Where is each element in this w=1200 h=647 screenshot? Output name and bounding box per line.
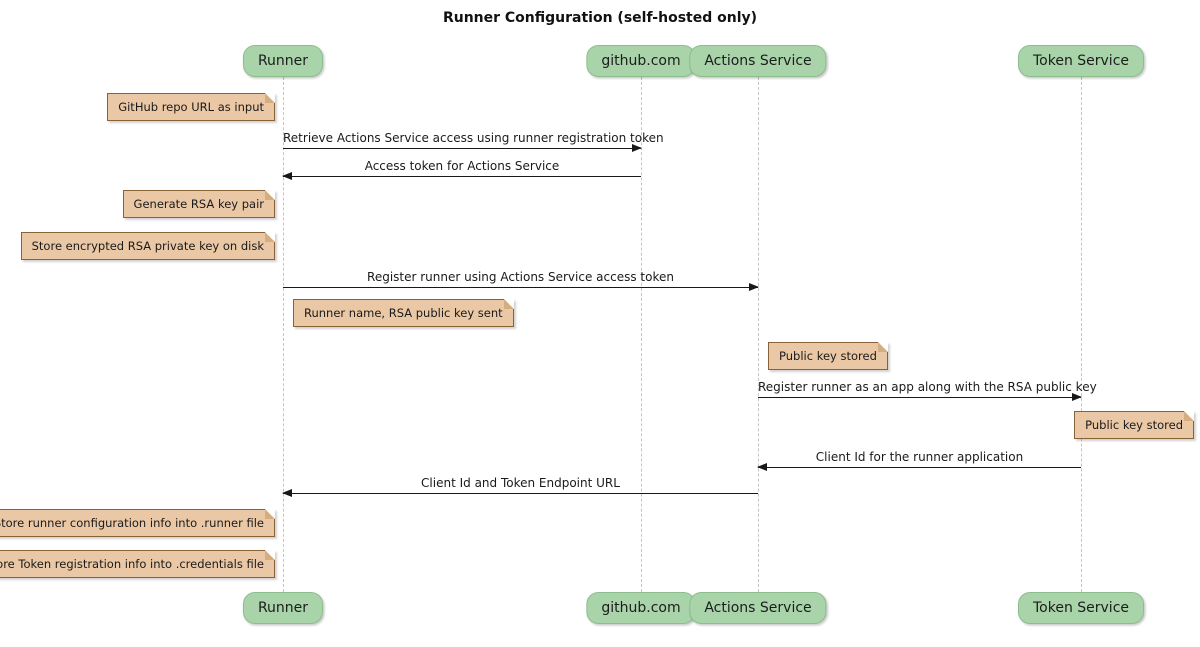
lifeline-actions-service (758, 77, 759, 592)
participant-actions-service-bottom: Actions Service (689, 592, 827, 624)
message-line (283, 283, 759, 291)
message-label: Retrieve Actions Service access using ru… (283, 131, 664, 145)
arrowhead-left-icon (282, 489, 292, 497)
note-runner-name-public-key-sent: Runner name, RSA public key sent (293, 299, 514, 327)
message-line (283, 144, 642, 152)
participant-github-bottom: github.com (586, 592, 696, 624)
participant-actions-service-top: Actions Service (689, 45, 827, 77)
arrowhead-right-icon (632, 144, 642, 152)
participant-runner-top: Runner (242, 45, 324, 77)
arrowhead-left-icon (757, 463, 767, 471)
note-public-key-stored-actions: Public key stored (768, 342, 888, 370)
lifeline-github (641, 77, 642, 592)
message-line (758, 393, 1082, 401)
note-store-encrypted-private-key: Store encrypted RSA private key on disk (20, 232, 276, 260)
message-line (282, 172, 641, 180)
note-generate-rsa-key-pair: Generate RSA key pair (122, 190, 276, 218)
participant-runner-bottom: Runner (242, 592, 324, 624)
message-label: Register runner as an app along with the… (758, 380, 1097, 394)
diagram-title: Runner Configuration (self-hosted only) (442, 10, 758, 26)
note-public-key-stored-token: Public key stored (1074, 411, 1194, 439)
note-store-token-registration: Store Token registration info into .cred… (0, 550, 275, 578)
lifeline-token-service (1081, 77, 1082, 592)
lifeline-runner (283, 77, 284, 592)
message-label: Access token for Actions Service (364, 159, 560, 173)
participant-token-service-bottom: Token Service (1017, 592, 1145, 624)
message-line (282, 489, 758, 497)
arrowhead-right-icon (749, 283, 759, 291)
message-label: Register runner using Actions Service ac… (367, 270, 674, 284)
message-client-id-token-endpoint: Client Id and Token Endpoint URL (282, 476, 758, 497)
message-label: Client Id for the runner application (815, 450, 1024, 464)
message-register-runner-as-app: Register runner as an app along with the… (758, 380, 1097, 401)
arrowhead-right-icon (1072, 393, 1082, 401)
participant-token-service-top: Token Service (1017, 45, 1145, 77)
message-line (757, 463, 1081, 471)
message-access-token-returned: Access token for Actions Service (282, 159, 641, 180)
note-github-repo-url-input: GitHub repo URL as input (107, 93, 275, 121)
message-register-runner: Register runner using Actions Service ac… (283, 270, 759, 291)
message-label: Client Id and Token Endpoint URL (421, 476, 620, 490)
participant-github-top: github.com (586, 45, 696, 77)
arrowhead-left-icon (282, 172, 292, 180)
message-retrieve-actions-access: Retrieve Actions Service access using ru… (283, 131, 664, 152)
message-client-id-returned: Client Id for the runner application (757, 450, 1081, 471)
note-store-runner-config: Store runner configuration info into .ru… (0, 509, 276, 537)
